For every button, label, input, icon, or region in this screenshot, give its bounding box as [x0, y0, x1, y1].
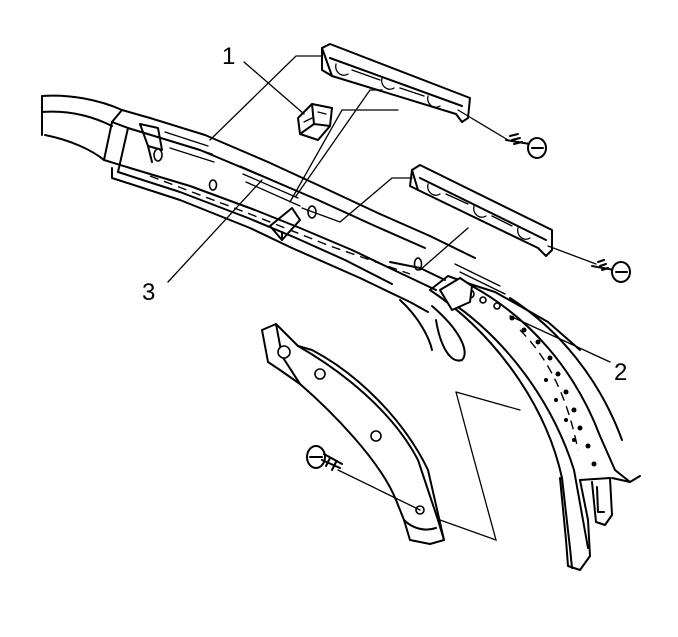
screw-left [306, 445, 343, 471]
callout-3: 3 [142, 179, 263, 306]
retainer-clip [297, 103, 333, 141]
callout-label-2: 2 [614, 359, 627, 386]
main-rail [41, 94, 521, 313]
callout-label-1: 1 [222, 43, 235, 70]
assembly-lines [209, 55, 597, 542]
upper-bracket [321, 43, 471, 123]
arch-liner-segment [261, 323, 445, 545]
callout-2: 2 [509, 315, 627, 386]
screw-lower [591, 259, 631, 283]
lower-bracket [409, 164, 553, 257]
wheelhouse-arch [399, 277, 641, 571]
callout-label-3: 3 [142, 279, 155, 306]
callout-1: 1 [222, 43, 305, 115]
screw-upper [505, 133, 547, 159]
